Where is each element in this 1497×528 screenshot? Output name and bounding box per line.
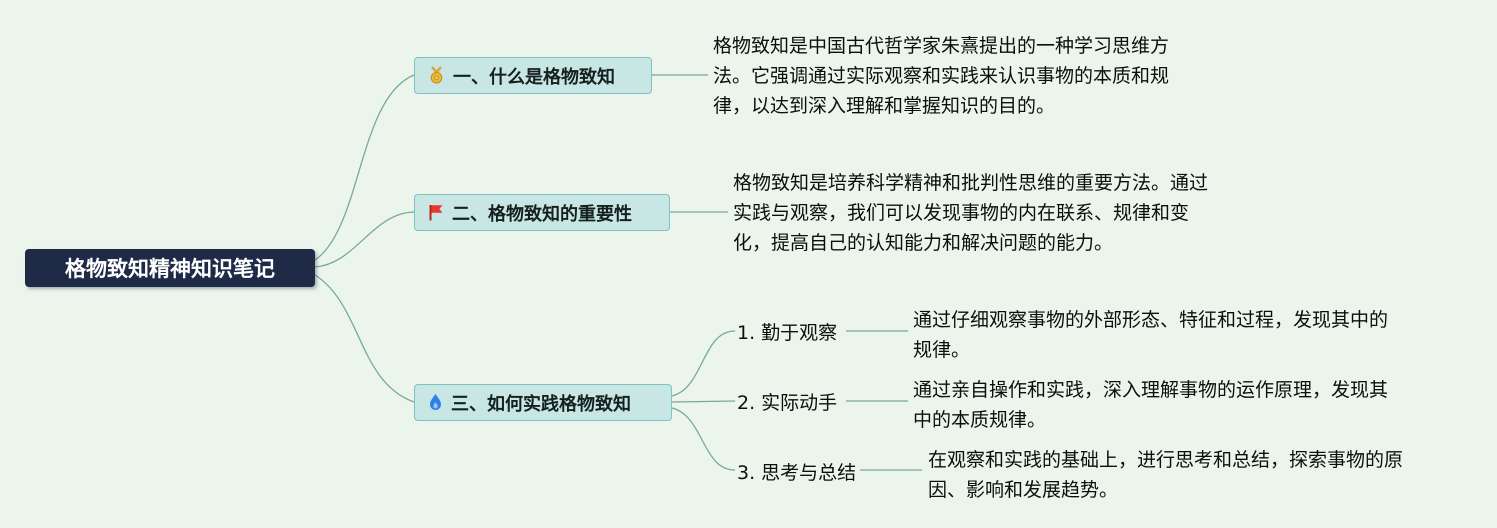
connector-branch3-child1 (671, 330, 736, 397)
flag-icon (427, 203, 445, 222)
child-node-think-summarize[interactable]: 3. 思考与总结 (737, 462, 857, 484)
flame-icon (427, 393, 444, 412)
branch-node-what-is-gewuzhizhi[interactable]: 一、什么是格物致知 (414, 57, 652, 94)
branch-node-importance[interactable]: 二、格物致知的重要性 (414, 194, 670, 231)
branch-node-label: 一、什么是格物致知 (453, 66, 615, 88)
root-node-label: 格物致知精神知识笔记 (65, 257, 275, 281)
connector-root-branch3 (314, 274, 415, 403)
child-description: 在观察和实践的基础上，进行思考和总结，探索事物的原因、影响和发展趋势。 (928, 449, 1404, 501)
child-node-hands-on[interactable]: 2. 实际动手 (737, 392, 838, 414)
branch-description: 格物致知是中国古代哲学家朱熹提出的一种学习思维方法。它强调通过实际观察和实践来认… (713, 35, 1170, 117)
connector-root-branch2 (314, 211, 415, 268)
medal-icon (427, 66, 446, 85)
branch-node-how-to-practice[interactable]: 三、如何实践格物致知 (414, 384, 672, 421)
child-description: 通过仔细观察事物的外部形态、特征和过程，发现其中的规律。 (913, 309, 1389, 361)
child-node-observe[interactable]: 1. 勤于观察 (737, 322, 838, 344)
connector-branch3-child3 (671, 407, 736, 471)
connector-branch3-child2 (671, 400, 736, 403)
branch-node-label: 二、格物致知的重要性 (452, 203, 632, 225)
root-node[interactable]: 格物致知精神知识笔记 (25, 249, 315, 287)
branch-description: 格物致知是培养科学精神和批判性思维的重要方法。通过实践与观察，我们可以发现事物的… (733, 172, 1209, 254)
connector-root-branch1 (314, 74, 415, 261)
branch-node-label: 三、如何实践格物致知 (451, 393, 631, 415)
child-description: 通过亲自操作和实践，深入理解事物的运作原理，发现其中的本质规律。 (913, 379, 1389, 431)
